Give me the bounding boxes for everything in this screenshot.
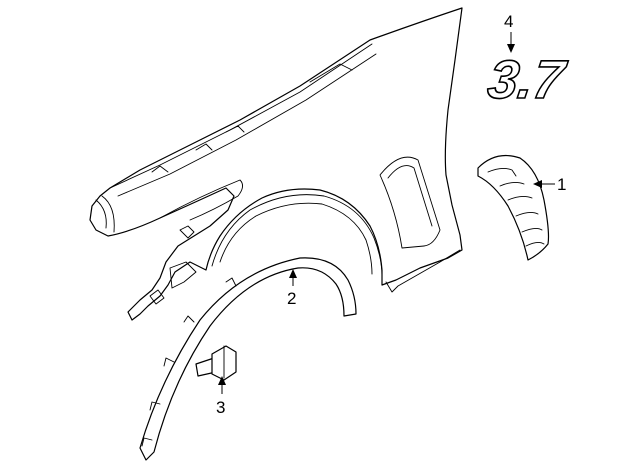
callout-1: 1 <box>557 175 566 194</box>
side-vent-trim <box>477 155 550 261</box>
wheel-arch-molding <box>139 257 357 461</box>
leader-lines <box>218 32 555 394</box>
callout-4: 4 <box>504 12 513 31</box>
callout-2: 2 <box>287 289 296 308</box>
fender-panel <box>89 7 463 321</box>
emblem-badge: 3.7 <box>484 50 570 110</box>
callout-3: 3 <box>216 398 225 417</box>
push-clip <box>195 345 237 381</box>
